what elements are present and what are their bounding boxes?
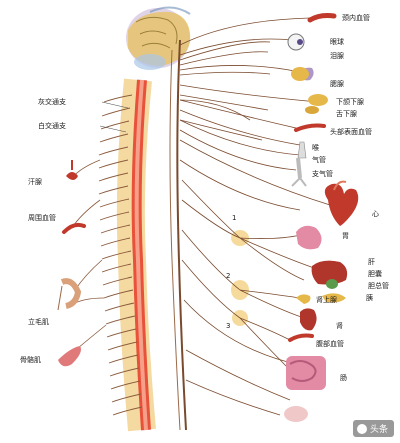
structure-skeletal-muscle bbox=[58, 346, 81, 367]
organ-stomach bbox=[296, 225, 322, 250]
label-head-vessel: 头部表面血管 bbox=[330, 128, 372, 136]
label-trachea: 气管 bbox=[312, 156, 326, 164]
watermark-logo-icon bbox=[356, 423, 367, 434]
organ-larynx bbox=[297, 141, 307, 159]
sympathetic-ganglia bbox=[231, 230, 249, 326]
label-white-ramus: 白交通支 bbox=[38, 122, 66, 130]
label-liver: 肝 bbox=[368, 258, 375, 266]
label-gray-ramus: 灰交通支 bbox=[38, 98, 66, 106]
spinal-nerves-left bbox=[98, 94, 143, 416]
label-neck-vessel: 颈内血管 bbox=[342, 14, 370, 22]
label-sweat-gland: 汗腺 bbox=[28, 178, 42, 186]
label-sublingual-gland: 舌下腺 bbox=[336, 110, 357, 118]
peripheral-nerves-left bbox=[71, 159, 107, 349]
organ-abdominal-vessel bbox=[288, 333, 314, 342]
sympathetic-trunk bbox=[169, 39, 187, 431]
organ-adrenal bbox=[296, 294, 311, 304]
label-adrenal-gland: 肾上腺 bbox=[316, 296, 337, 304]
label-bronchus: 支气管 bbox=[312, 170, 333, 178]
organ-head-vessel bbox=[294, 123, 326, 132]
label-peripheral-vessel: 周围血管 bbox=[28, 214, 56, 222]
structure-sweat-gland bbox=[66, 160, 78, 180]
organ-gallbladder bbox=[326, 279, 338, 289]
structure-peripheral-vessel bbox=[62, 222, 86, 234]
watermark: 头条 bbox=[352, 420, 394, 437]
label-bile-duct: 胆总管 bbox=[368, 282, 389, 290]
organ-submandibular-gland bbox=[305, 94, 328, 114]
structure-arrector-pili bbox=[57, 278, 82, 311]
label-arrector-pili: 立毛肌 bbox=[28, 318, 49, 326]
organ-trachea bbox=[291, 157, 307, 187]
organ-heart bbox=[324, 180, 359, 226]
visceral-nerves bbox=[179, 17, 331, 416]
label-gallbladder: 胆囊 bbox=[368, 270, 382, 278]
organ-parotid-gland bbox=[291, 67, 309, 81]
spinal-column bbox=[116, 78, 156, 432]
organ-intestine bbox=[286, 356, 326, 390]
label-stomach: 胃 bbox=[342, 232, 349, 240]
ganglion-number-1: 1 bbox=[232, 214, 237, 222]
organ-kidney bbox=[300, 308, 317, 331]
label-eye: 眼球 bbox=[330, 38, 344, 46]
label-larynx: 喉 bbox=[312, 144, 319, 152]
label-parotid-gland: 腮腺 bbox=[330, 80, 344, 88]
label-abdominal-vessel: 腹部血管 bbox=[316, 340, 344, 348]
label-lacrimal-gland: 泪腺 bbox=[330, 52, 344, 60]
label-kidney: 肾 bbox=[336, 322, 343, 330]
organ-bladder bbox=[284, 406, 308, 422]
organ-vessel-neck bbox=[307, 13, 337, 23]
ganglion-number-3: 3 bbox=[226, 322, 231, 330]
ganglion-number-2: 2 bbox=[226, 272, 231, 280]
organ-liver bbox=[311, 260, 348, 285]
label-heart: 心 bbox=[372, 210, 379, 218]
label-submandibular-gland: 下颌下腺 bbox=[336, 98, 364, 106]
watermark-text: 头条 bbox=[369, 425, 388, 435]
label-pancreas: 胰 bbox=[366, 294, 373, 302]
organ-pancreas bbox=[322, 293, 346, 303]
organ-eye bbox=[287, 33, 305, 51]
leader-lines bbox=[99, 101, 129, 133]
label-skeletal-muscle: 骨骼肌 bbox=[20, 356, 41, 364]
brain-illustration bbox=[126, 6, 191, 70]
label-intestine: 肠 bbox=[340, 374, 347, 382]
